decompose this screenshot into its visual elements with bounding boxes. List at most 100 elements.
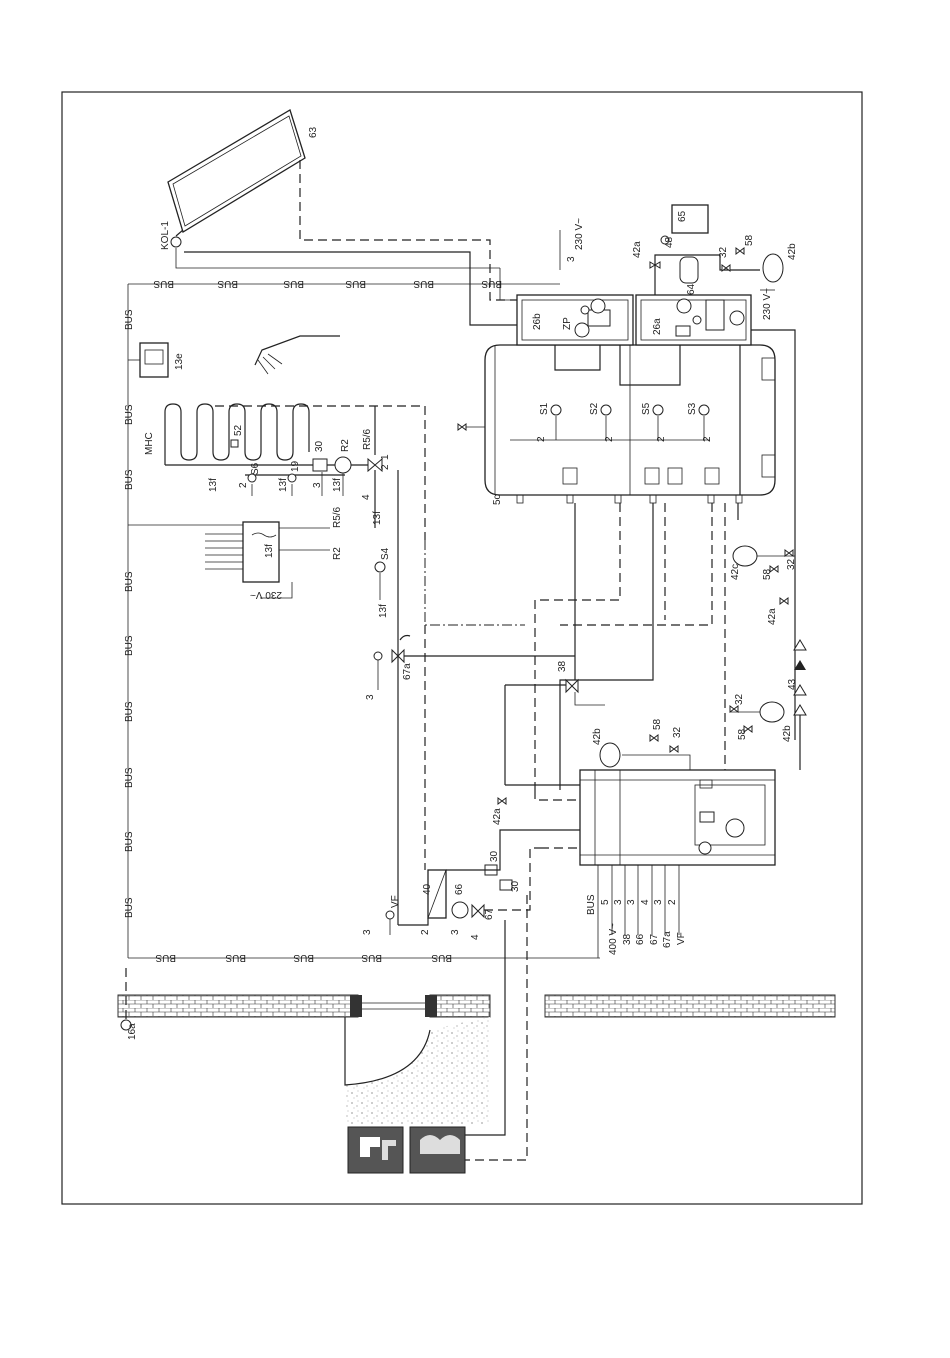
label-r2: R2 bbox=[340, 439, 351, 452]
label-5c: 5c bbox=[492, 494, 503, 505]
label-r2b: R2 bbox=[332, 547, 343, 560]
bus-label: BUS bbox=[124, 831, 135, 852]
wire-count: 2 bbox=[380, 464, 391, 470]
bus-left-line: BUS BUS BUS BUS BUS BUS BUS BUS BUS bbox=[124, 284, 135, 958]
check-valve-30-icon bbox=[312, 458, 328, 472]
label-64: 64 bbox=[686, 283, 697, 295]
label-r56: R5/6 bbox=[362, 428, 373, 450]
wire-count: 3 bbox=[450, 929, 461, 935]
wire-count: 1 bbox=[380, 454, 391, 460]
valve-43-icon bbox=[793, 684, 807, 696]
label-43: 43 bbox=[787, 678, 798, 690]
vessel-65 bbox=[671, 204, 709, 234]
valve-32-icon bbox=[721, 264, 731, 272]
gauge-48-icon bbox=[660, 235, 670, 245]
label-26b: 26b bbox=[532, 313, 543, 330]
label-wire-67: 67 bbox=[649, 933, 660, 945]
label-67a: 67a bbox=[402, 663, 413, 680]
compressor-icon bbox=[725, 818, 745, 838]
wire-count: 2 bbox=[420, 929, 431, 935]
valve-52-icon bbox=[230, 439, 239, 448]
expansion-vessel-42b-hp bbox=[599, 742, 621, 768]
actuator-67a-icon bbox=[373, 651, 383, 661]
label-42b: 42b bbox=[787, 243, 798, 260]
bus-label: BUS bbox=[225, 952, 246, 963]
sensor-s5-icon bbox=[652, 404, 664, 416]
bus-label: BUS bbox=[124, 571, 135, 592]
label-63: 63 bbox=[308, 126, 319, 138]
label-vf: VF bbox=[390, 895, 401, 908]
wire-count: 2 bbox=[702, 436, 713, 442]
label-s4: S4 bbox=[380, 547, 391, 560]
bus-label: BUS bbox=[124, 469, 135, 490]
label-400v: 400 V~ bbox=[608, 923, 619, 955]
wire-count: 4 bbox=[470, 934, 481, 940]
label-13f: 13f bbox=[278, 478, 289, 492]
wire-count: 2 bbox=[238, 482, 249, 488]
mixing-valve-67a-icon bbox=[391, 648, 405, 664]
bus-label: BUS bbox=[153, 278, 174, 289]
wire-count: 2 bbox=[536, 436, 547, 442]
label-65: 65 bbox=[677, 210, 688, 222]
bus-label: BUS bbox=[124, 404, 135, 425]
wire-count: 4 bbox=[640, 899, 651, 905]
bus-to-station bbox=[499, 268, 517, 301]
label-42c: 42c bbox=[730, 564, 741, 580]
expansion-vessel-42b-lower bbox=[759, 701, 785, 723]
bus-label: BUS bbox=[155, 952, 176, 963]
bus-label: BUS bbox=[413, 278, 434, 289]
bus-label: BUS bbox=[293, 952, 314, 963]
pump-zp-icon bbox=[574, 322, 590, 338]
heating-circuit-components: S6 19 30 R2 R5/6 2 1 bbox=[245, 428, 391, 483]
wire-count: 3 bbox=[362, 929, 373, 935]
label-13f: 13f bbox=[372, 511, 383, 525]
bus-label: BUS bbox=[217, 278, 238, 289]
storage-tank-5c: 5c bbox=[484, 300, 776, 505]
label-58: 58 bbox=[737, 728, 748, 740]
label-58: 58 bbox=[652, 718, 663, 730]
label-13f: 13f bbox=[264, 544, 275, 558]
hx-to-hp bbox=[446, 829, 520, 871]
sensor-s1-icon bbox=[550, 404, 562, 416]
ground-pipe-2 bbox=[460, 895, 528, 1161]
label-58: 58 bbox=[744, 234, 755, 246]
wire-count: 3 bbox=[653, 899, 664, 905]
solar-internal-pipe-1 bbox=[554, 345, 601, 371]
label-13f: 13f bbox=[208, 478, 219, 492]
wire-count: 3 bbox=[312, 482, 323, 488]
expansion-vessel-42c bbox=[732, 545, 758, 567]
label-42a: 42a bbox=[492, 808, 503, 825]
wire-count: 2 bbox=[656, 436, 667, 442]
label-19: 19 bbox=[290, 460, 301, 472]
label-mhc: MHC bbox=[144, 432, 155, 455]
tank-outlet-5 bbox=[560, 503, 713, 626]
ground-pipe-1 bbox=[460, 920, 506, 1136]
label-58: 58 bbox=[762, 568, 773, 580]
label-230v: 230 V~ bbox=[762, 288, 773, 320]
label-13e: 13e bbox=[174, 353, 185, 370]
wire-count: 3 bbox=[365, 694, 376, 700]
label-13f: 13f bbox=[378, 604, 389, 618]
sensor-s4-icon bbox=[374, 561, 386, 573]
solar-expansion-group: 230 V~ 3 42a 48 64 65 32 58 42b 230 V~ bbox=[559, 204, 798, 320]
bus-label: BUS bbox=[283, 278, 304, 289]
wire-count: 2 bbox=[604, 436, 615, 442]
label-38: 38 bbox=[557, 660, 568, 672]
ground-area bbox=[344, 1017, 490, 1125]
label-s6: S6 bbox=[250, 462, 261, 475]
label-42a: 42a bbox=[767, 608, 778, 625]
label-wire-38: 38 bbox=[622, 933, 633, 945]
safety-valve-42a-icon bbox=[649, 261, 661, 269]
label-s1: S1 bbox=[539, 402, 550, 415]
label-kol1: KOL-1 bbox=[160, 221, 171, 250]
check-valve-30c-icon bbox=[499, 879, 513, 891]
bus-label: BUS bbox=[586, 894, 597, 915]
building-wall: 16a bbox=[117, 968, 836, 1040]
pump-r2-icon bbox=[334, 456, 352, 474]
bus-label: BUS bbox=[124, 635, 135, 656]
bus-label: BUS bbox=[345, 278, 366, 289]
sensor-19-icon bbox=[287, 473, 297, 483]
right-expansion-group: 42c 32 58 42a 43 bbox=[730, 545, 807, 770]
lower-right-expansion: 42b 32 58 bbox=[729, 693, 793, 742]
